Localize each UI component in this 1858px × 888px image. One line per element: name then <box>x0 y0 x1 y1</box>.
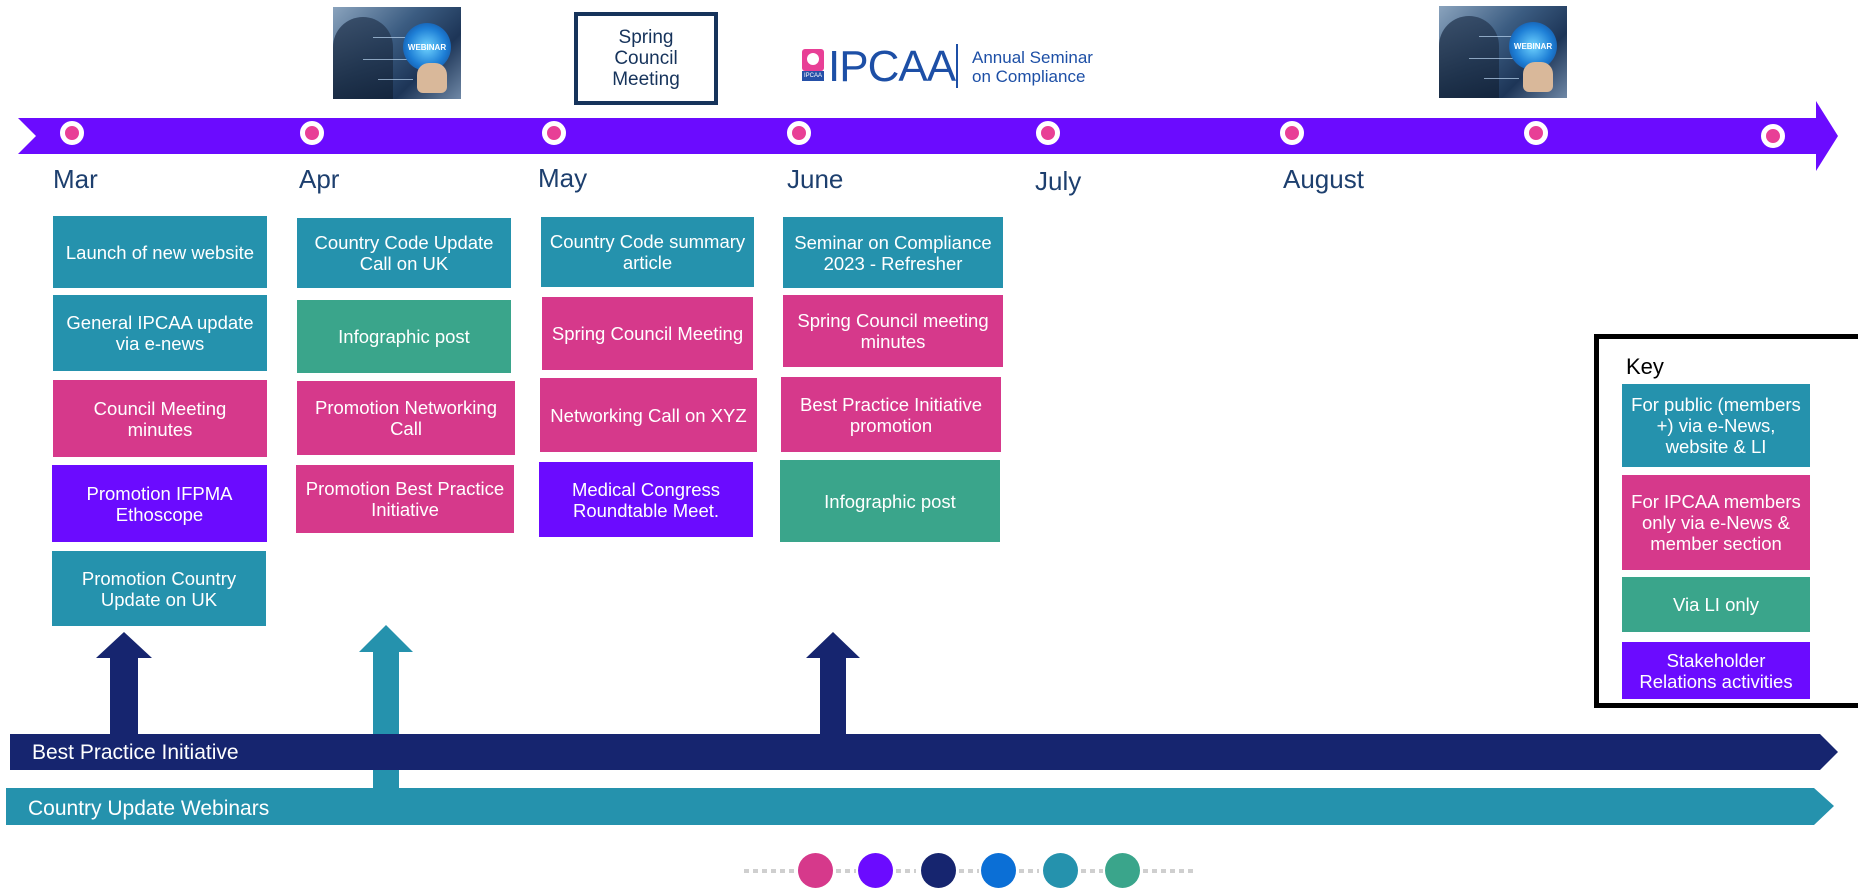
month-label-mar: Mar <box>53 164 98 194</box>
activity-box: Promotion Country Update on UK <box>52 551 266 626</box>
spring-council-callout: Spring Council Meeting <box>574 12 718 105</box>
palette-dot <box>798 853 833 888</box>
timeline-dot <box>60 121 84 145</box>
timeline-arrow <box>18 101 1838 171</box>
palette-dot <box>1043 853 1078 888</box>
palette-dot <box>1105 853 1140 888</box>
webinar-photo-apr: WEBINAR <box>333 7 461 99</box>
best-practice-up-arrow <box>96 632 152 736</box>
activity-box: Council Meeting minutes <box>53 380 267 457</box>
activity-box: Launch of new website <box>53 216 267 288</box>
timeline-dot <box>787 121 811 145</box>
palette-dash <box>959 869 979 873</box>
spring-council-callout-label: Spring Council Meeting <box>612 27 680 90</box>
activity-box: General IPCAA update via e-news <box>53 295 267 371</box>
palette-dash <box>1019 869 1039 873</box>
palette-dash <box>836 869 856 873</box>
month-label-may: May <box>538 163 588 193</box>
activity-box: Promotion Networking Call <box>297 381 515 455</box>
legend-title: Key <box>1626 354 1664 379</box>
month-label-august: August <box>1283 164 1364 194</box>
palette-dash-right <box>1143 869 1195 873</box>
best-practice-bar <box>10 734 1838 770</box>
country-update-bar <box>6 788 1834 825</box>
activity-box: Medical Congress Roundtable Meet. <box>539 462 753 537</box>
activity-box: Best Practice Initiative promotion <box>781 377 1001 452</box>
palette-dot <box>921 853 956 888</box>
webinar-photo-sep: WEBINAR <box>1439 6 1567 98</box>
timeline-dot <box>1280 121 1304 145</box>
legend-item: Via LI only <box>1622 577 1810 632</box>
legend-item: Stakeholder Relations activities <box>1622 642 1810 699</box>
activity-box: Seminar on Compliance 2023 - Refresher <box>783 217 1003 288</box>
month-label-june: June <box>787 164 844 194</box>
palette-dash-left <box>744 869 800 873</box>
activity-box: Promotion IFPMA Ethoscope <box>52 465 267 542</box>
activity-box: Infographic post <box>780 460 1000 542</box>
timeline-dot <box>1036 121 1060 145</box>
activity-box: Country Code summary article <box>541 217 754 287</box>
ipcaa-logo: IPCAA IPCAA Annual Seminar on Compliance <box>800 40 1100 91</box>
country-update-up-arrow <box>359 625 413 791</box>
legend-item: For public (members +) via e-News, websi… <box>1622 384 1810 467</box>
timeline-dot <box>1524 121 1548 145</box>
palette-dash <box>896 869 916 873</box>
ipcaa-logo-mark: IPCAA <box>802 49 824 81</box>
timeline-dot <box>1761 124 1785 148</box>
ipcaa-logo-text: IPCAA <box>828 42 956 91</box>
activity-box: Promotion Best Practice Initiative <box>296 465 514 533</box>
month-label-july: July <box>1035 166 1082 196</box>
activity-box: Infographic post <box>297 300 511 373</box>
best-practice-bar-label: Best Practice Initiative <box>32 741 239 764</box>
activity-box: Spring Council meeting minutes <box>783 295 1003 367</box>
palette-dot <box>858 853 893 888</box>
month-label-apr: Apr <box>299 164 340 194</box>
activity-box: Country Code Update Call on UK <box>297 218 511 288</box>
activity-box: Networking Call on XYZ <box>540 378 757 452</box>
activity-box: Spring Council Meeting <box>542 297 753 370</box>
timeline-dot <box>300 121 324 145</box>
timeline-dot <box>542 121 566 145</box>
palette-dot <box>981 853 1016 888</box>
seminar-label: Annual Seminar on Compliance <box>972 48 1093 86</box>
palette-dash <box>1081 869 1103 873</box>
best-practice-up-arrow-june <box>806 632 860 736</box>
country-update-bar-label: Country Update Webinars <box>28 797 270 820</box>
legend-item: For IPCAA members only via e-News & memb… <box>1622 475 1810 570</box>
